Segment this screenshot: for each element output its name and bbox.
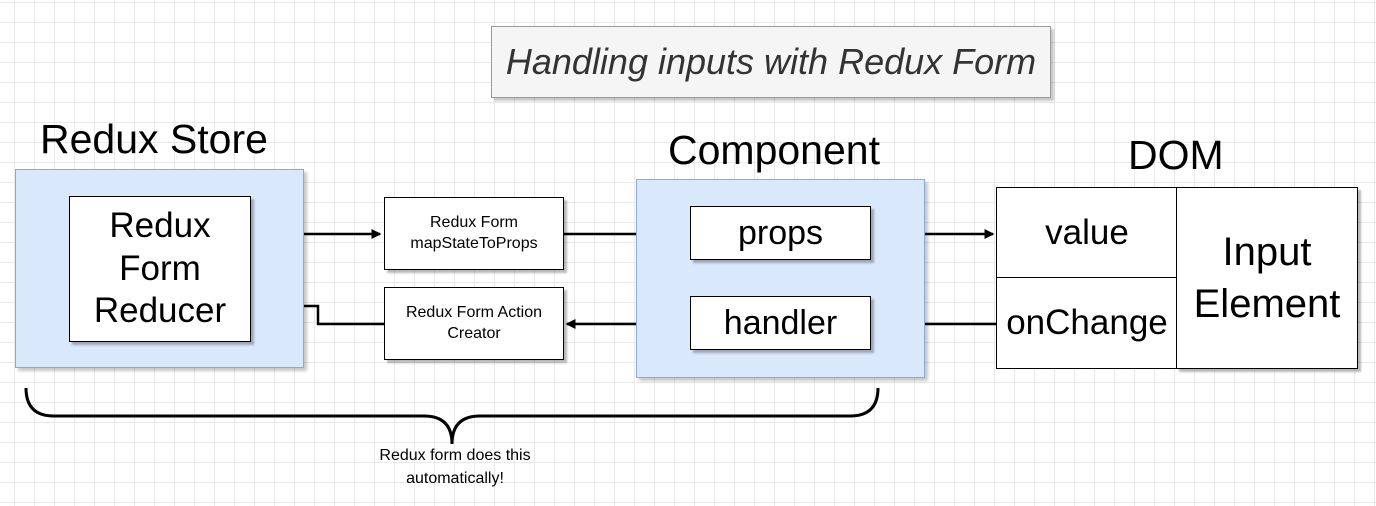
input-element-line-1: Input xyxy=(1222,230,1312,274)
redux-form-reducer-node: Redux Form Reducer xyxy=(69,196,251,342)
dom-label: DOM xyxy=(1128,132,1224,178)
brace-note-line-2: automatically! xyxy=(406,470,504,488)
reducer-line-1: Redux xyxy=(109,205,211,245)
component-label: Component xyxy=(668,127,880,173)
map-state-to-props-node: Redux Form mapStateToProps xyxy=(384,197,564,270)
reducer-line-3: Reducer xyxy=(93,291,227,331)
input-element-line-2: Element xyxy=(1193,282,1341,326)
brace-note: Redux form does this automatically! xyxy=(320,444,590,490)
map-state-line-1: Redux Form xyxy=(429,213,519,231)
action-creator-node: Redux Form Action Creator xyxy=(384,287,564,360)
onchange-cell: onChange xyxy=(996,277,1178,369)
action-creator-line-1: Redux Form Action xyxy=(405,303,543,321)
handler-node: handler xyxy=(690,296,871,350)
props-node: props xyxy=(690,206,871,260)
map-state-line-2: mapStateToProps xyxy=(410,234,538,252)
value-cell: value xyxy=(996,187,1178,279)
reducer-line-2: Form xyxy=(119,248,201,288)
curly-brace xyxy=(24,387,880,445)
redux-store-label: Redux Store xyxy=(40,116,268,162)
action-creator-line-2: Creator xyxy=(447,324,501,342)
input-element-cell: Input Element xyxy=(1176,187,1358,369)
dom-input-box: value onChange Input Element xyxy=(996,187,1358,369)
brace-note-line-1: Redux form does this xyxy=(379,447,531,464)
diagram-title: Handling inputs with Redux Form xyxy=(491,26,1051,98)
